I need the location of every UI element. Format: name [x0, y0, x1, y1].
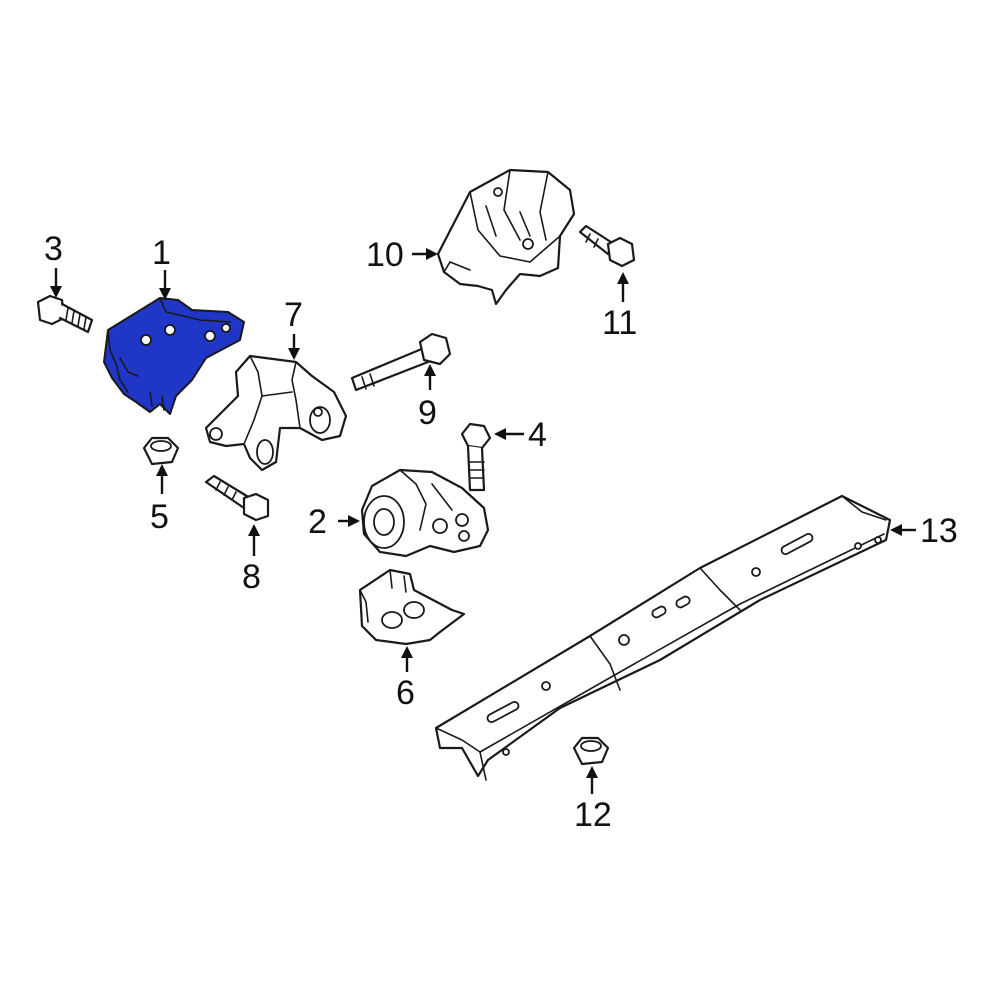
callout-7: 7 — [284, 296, 303, 334]
callout-3: 3 — [44, 230, 63, 268]
part-2-engine-mount[interactable] — [360, 468, 490, 558]
callout-9: 9 — [418, 394, 437, 432]
arrow-9 — [424, 364, 436, 390]
callout-1: 1 — [152, 234, 171, 272]
arrow-1 — [159, 270, 171, 300]
callout-11: 11 — [602, 304, 638, 342]
callout-2: 2 — [308, 503, 327, 541]
part-10-mount[interactable] — [436, 168, 576, 306]
part-11-bolt[interactable] — [578, 224, 636, 268]
arrow-8 — [248, 524, 260, 556]
arrow-11 — [617, 272, 629, 302]
arrow-13 — [890, 524, 916, 536]
callout-13: 13 — [920, 512, 958, 550]
part-3-bolt[interactable] — [36, 294, 94, 334]
arrow-2 — [338, 515, 360, 527]
part-6-bracket[interactable] — [358, 568, 466, 646]
arrow-4 — [494, 428, 524, 440]
callout-8: 8 — [242, 558, 261, 596]
arrow-6 — [401, 646, 413, 672]
callout-12: 12 — [574, 796, 612, 834]
callout-10: 10 — [366, 236, 404, 274]
arrow-12 — [586, 766, 598, 794]
callout-5: 5 — [150, 498, 169, 536]
part-1-mount-highlighted[interactable] — [103, 297, 245, 415]
callout-6: 6 — [396, 674, 415, 712]
part-9-bolt[interactable] — [350, 332, 452, 392]
part-4-bolt[interactable] — [460, 422, 492, 492]
part-7-bracket[interactable] — [204, 354, 348, 472]
arrow-3 — [50, 268, 62, 298]
leader-arrows — [50, 248, 916, 794]
arrow-7 — [288, 334, 300, 360]
part-12-nut[interactable] — [572, 736, 610, 766]
arrow-10 — [412, 248, 438, 260]
part-5-nut[interactable] — [142, 436, 180, 466]
callout-4: 4 — [528, 416, 547, 454]
part-8-bolt[interactable] — [204, 474, 270, 522]
part-13-crossmember[interactable] — [434, 494, 892, 781]
arrow-5 — [156, 464, 168, 494]
